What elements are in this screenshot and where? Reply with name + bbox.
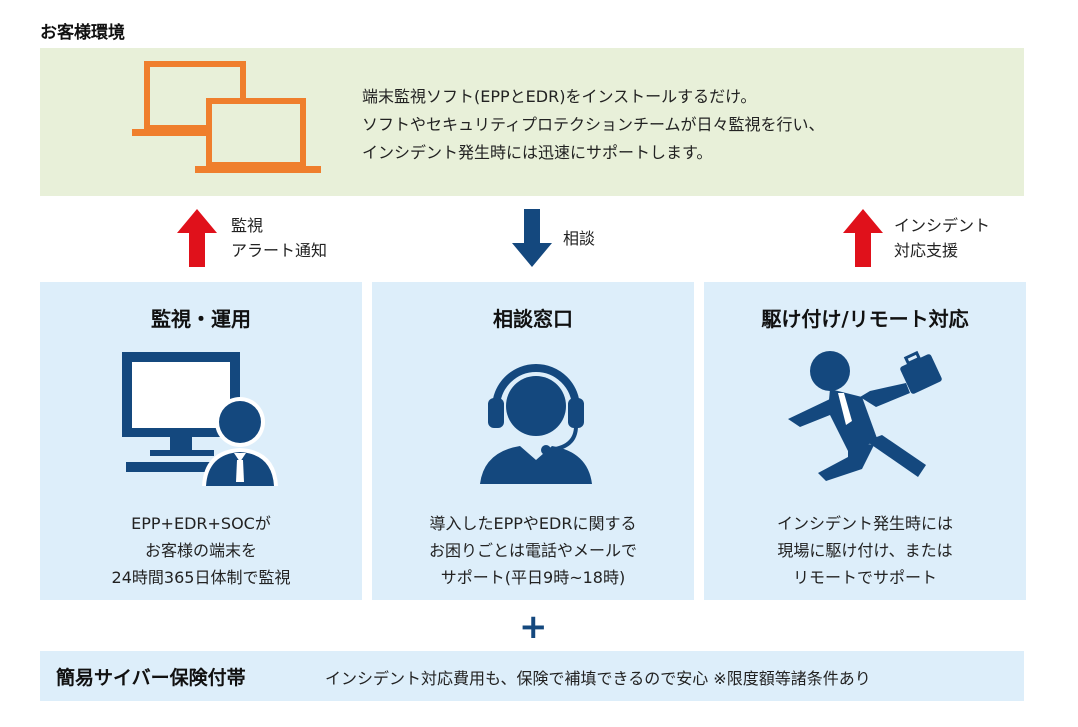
laptops-icon — [132, 61, 321, 173]
customer-env-description: 端末監視ソフト(EPPとEDR)をインストールするだけ。 ソフトやセキュリティプ… — [362, 83, 825, 167]
service-title: 監視・運用 — [151, 307, 251, 331]
insurance-banner: 簡易サイバー保険付帯 インシデント対応費用も、保険で補填できるので安心 ※限度額… — [40, 651, 1024, 701]
service-card-consultation: 相談窓口 — [372, 282, 694, 600]
env-desc-line: ソフトやセキュリティプロテクションチームが日々監視を行い、 — [362, 115, 825, 134]
arrow-label-monitoring: 監視 アラート通知 — [231, 216, 328, 260]
insurance-description: インシデント対応費用も、保険で補填できるので安心 ※限度額等諸条件あり — [325, 669, 871, 688]
env-desc-line: 端末監視ソフト(EPPとEDR)をインストールするだけ。 — [362, 87, 757, 106]
service-title: 駆け付け/リモート対応 — [761, 307, 969, 331]
service-description-onsite-remote: インシデント発生時には 現場に駆け付け、または リモートでサポート — [776, 514, 953, 587]
service-description-consultation: 導入したEPPやEDRに関する お困りごとは電話やメールで サポート(平日9時~… — [428, 514, 637, 587]
insurance-title: 簡易サイバー保険付帯 — [56, 667, 246, 689]
arrow-up-red-icon — [843, 209, 883, 267]
service-title: 相談窓口 — [493, 307, 573, 331]
headset-operator-icon — [480, 364, 592, 484]
plus-sign: + — [519, 607, 548, 647]
running-businessman-icon — [788, 350, 942, 481]
service-card-monitoring: 監視・運用 — [40, 282, 362, 600]
service-description-monitoring: EPP+EDR+SOCが お客様の端末を 24時間365日体制で監視 — [111, 514, 291, 587]
arrow-up-red-icon — [177, 209, 217, 267]
arrow-label-incident: インシデント 対応支援 — [894, 216, 991, 260]
monitor-operator-icon — [122, 352, 278, 486]
arrow-label-consult: 相談 — [563, 229, 596, 248]
arrow-down-navy-icon — [512, 209, 552, 267]
customer-env-title: お客様環境 — [40, 23, 125, 43]
env-desc-line: インシデント発生時には迅速にサポートします。 — [362, 143, 713, 162]
